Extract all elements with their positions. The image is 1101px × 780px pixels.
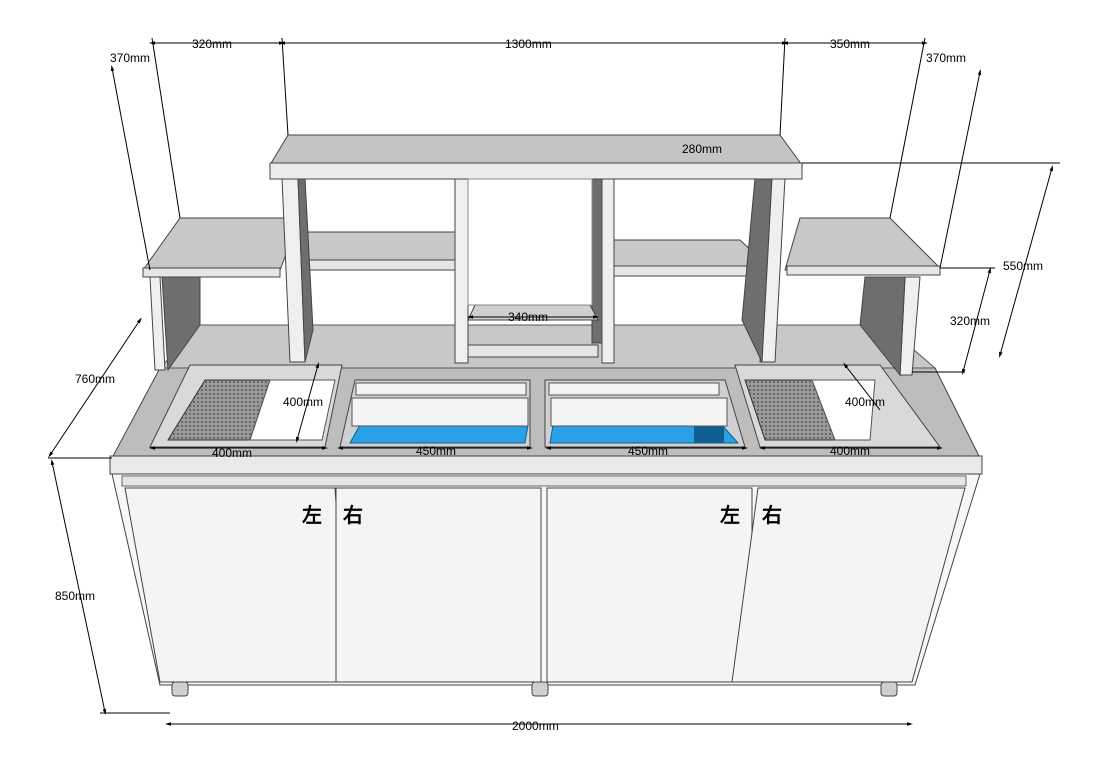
dim-right-sink-depth: 400mm	[845, 395, 885, 409]
right-sink	[734, 364, 941, 448]
door-label-left-1: 左	[302, 503, 322, 527]
dim-left-shelf-depth: 370mm	[110, 51, 150, 65]
door-label-right-1: 右	[343, 503, 363, 527]
cabinet-feet	[171, 681, 898, 697]
dim-upper-height: 550mm	[1003, 259, 1043, 273]
cabinet-door-4	[731, 487, 966, 683]
dim-top-center-width: 1300mm	[505, 37, 552, 51]
dim-right-shelf-depth: 370mm	[926, 51, 966, 65]
dim-right-sink-width: 400mm	[830, 444, 870, 458]
dim-left-sink-width: 400mm	[212, 446, 252, 460]
dimension-lines	[48, 37, 1060, 726]
cabinet-door-2	[335, 487, 542, 683]
door-label-left-2: 左	[720, 503, 740, 527]
center-right-well	[544, 379, 746, 448]
upper-frame	[142, 134, 942, 377]
door-label-right-2: 右	[762, 503, 782, 527]
dim-cabinet-height: 850mm	[55, 589, 95, 603]
dim-center-left-width: 450mm	[416, 444, 456, 458]
dim-center-right-width: 450mm	[628, 444, 668, 458]
dim-top-shelf-depth: 280mm	[682, 142, 722, 156]
dim-total-width: 2000mm	[512, 719, 559, 733]
cabinet-door-3	[546, 487, 753, 683]
dim-top-left-shelf-width: 320mm	[192, 37, 232, 51]
dim-left-sink-depth: 400mm	[283, 395, 323, 409]
dim-top-right-shelf-width: 350mm	[830, 37, 870, 51]
dim-side-shelf-height: 320mm	[950, 314, 990, 328]
dim-counter-depth: 760mm	[75, 372, 115, 386]
center-left-well	[339, 379, 531, 448]
dim-center-opening-width: 340mm	[508, 310, 548, 324]
